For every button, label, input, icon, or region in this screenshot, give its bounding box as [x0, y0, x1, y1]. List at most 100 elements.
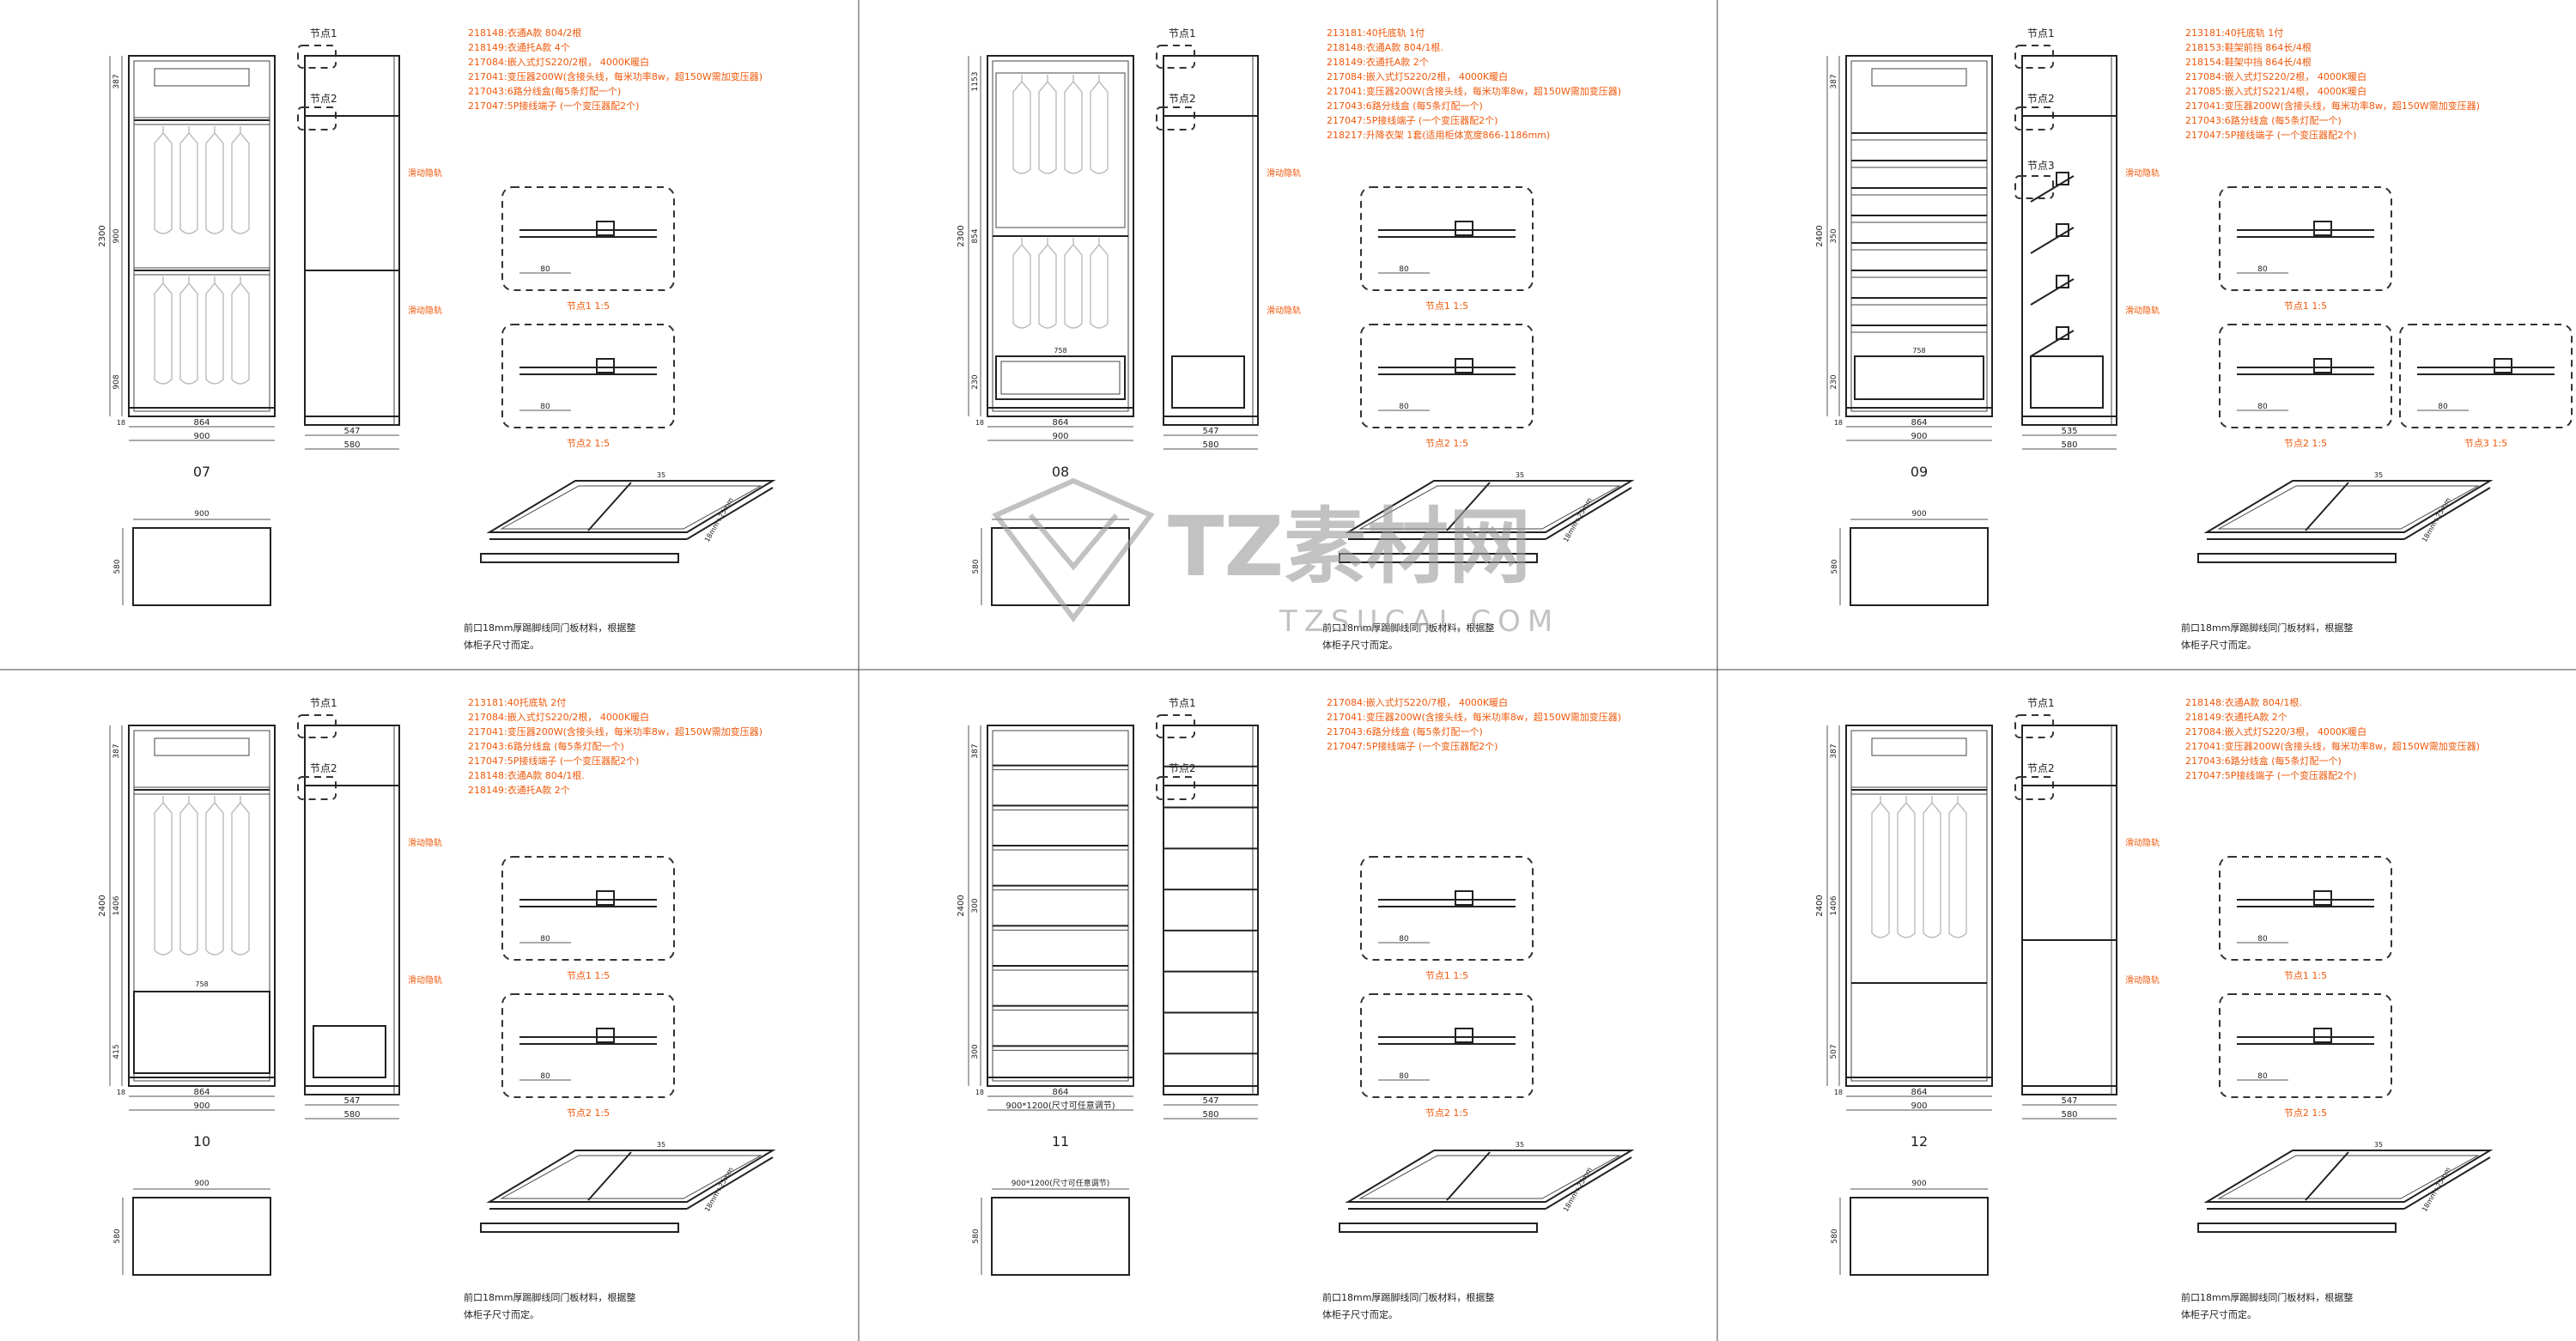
node2-box [1156, 776, 1195, 800]
detail-node1-scale-label: 节点1 1:5 [1425, 300, 1468, 312]
hanging-garment [1038, 238, 1057, 329]
slide-rail-label: 滑动隐轨 [408, 837, 442, 848]
display-frame [1871, 68, 1967, 87]
detail-node2-scale-label: 节点2 1:5 [2284, 1107, 2327, 1119]
note-line: 217084:嵌入式灯S220/3根， 4000K暖白 [2185, 725, 2366, 737]
height-dim-text: 2400 [957, 895, 966, 916]
inner-width-text: 864 [193, 1088, 210, 1097]
height-dim-text: 2300 [957, 225, 966, 246]
tray-inner [1358, 1155, 1621, 1199]
detail-node2-frame [501, 993, 675, 1098]
height-dim-text: 2300 [98, 225, 107, 246]
tray-divider [2305, 482, 2349, 531]
note-line: 213181:40托底轨 1付 [2185, 27, 2283, 39]
note-line: 217043:6路分线盒 (每5条灯配一个) [1327, 100, 1483, 112]
footnote-line1: 前口18mm厚踢脚线同门板材料，根据整 [1322, 622, 1494, 634]
detail-node1-scale-label: 节点1 1:5 [567, 300, 610, 312]
note-line: 217041:变压器200W(含接头线，每米功率8w，超150W需加变压器) [2185, 100, 2480, 112]
leg-dim-text: 18 [117, 419, 125, 427]
note-line: 217047:5P接线端子 (一个变压器配2个) [468, 100, 639, 112]
front-elevation-outline [128, 725, 276, 1087]
detail-node2-fixture [1455, 358, 1473, 373]
detail-node2-fixture [1455, 1028, 1473, 1043]
detail-node2-dim-text: 80 [1399, 1072, 1409, 1081]
plan-outline [132, 1197, 271, 1276]
lift-rack [995, 72, 1126, 228]
panel-number: 07 [193, 464, 210, 480]
panel-11: 2400387300300864900*1200(尺寸可任意调节)1854758… [957, 696, 1635, 1320]
slide-rail-label: 滑动隐轨 [1267, 167, 1301, 179]
slide-rail-label: 滑动隐轨 [2125, 167, 2160, 179]
detail-node2-scale-label: 节点2 1:5 [2284, 438, 2327, 449]
slide-rail-label: 滑动隐轨 [1267, 305, 1301, 316]
tray-divider [1446, 482, 1491, 531]
tray-dim-b: 35 [657, 1141, 665, 1149]
note-line: 217043:6路分线盒 (每5条灯配一个) [468, 740, 624, 752]
node1-box [2014, 714, 2054, 738]
side-dim-text: 547 [343, 1096, 360, 1106]
slide-rail-label: 滑动隐轨 [408, 974, 442, 986]
hanging-garment [1090, 238, 1109, 329]
panel-number: 08 [1052, 464, 1069, 480]
detail-node2-frame [501, 324, 675, 428]
detail-node1-dim-text: 80 [1399, 265, 1409, 274]
hanging-garment [1948, 796, 1967, 938]
hanging-garment [205, 796, 224, 956]
tray-divider [1446, 1151, 1491, 1201]
plan-outline [1850, 527, 1989, 606]
tray-side [2403, 1156, 2491, 1210]
shoe-rack-clip [2056, 223, 2069, 237]
note-line: 217041:变压器200W(含接头线，每米功率8w，超150W需加变压器) [2185, 740, 2480, 752]
footnote-line1: 前口18mm厚踢脚线同门板材料，根据整 [464, 1291, 635, 1303]
front-elevation-outline [987, 55, 1134, 417]
material-notes: 217084:嵌入式灯S220/7根， 4000K暖白217041:变压器200… [1327, 696, 1621, 752]
note-line: 218153:鞋架前挡 864长/4根 [2185, 41, 2312, 53]
leg-dim-text: 18 [1834, 1089, 1843, 1096]
hanging-garment [179, 126, 198, 234]
mid-dim-text: 1406 [1830, 895, 1838, 915]
side-elevation-outline [304, 55, 400, 426]
note-line: 217084:嵌入式灯S220/2根， 4000K暖白 [468, 56, 649, 68]
tray-dim-b: 35 [1516, 471, 1524, 479]
bot-dim-text: 415 [112, 1044, 121, 1059]
plan-depth-text: 580 [113, 1229, 122, 1243]
inner-width-text: 864 [193, 418, 210, 428]
node1-box [2014, 45, 2054, 69]
detail-node2-dim-text: 80 [1399, 403, 1409, 411]
node2-box [2014, 776, 2054, 800]
detail-node3-scale-label: 节点3 1:5 [2464, 438, 2507, 449]
top-dim-text: 387 [1830, 743, 1838, 758]
detail-node1-frame [1360, 186, 1534, 291]
hanging-garment [154, 796, 173, 956]
side-dim-text: 547 [1202, 427, 1218, 436]
front-elevation-outline [987, 725, 1134, 1087]
top-dim-text: 387 [112, 743, 121, 758]
logo-shape [992, 477, 1155, 622]
hanging-garment [1038, 75, 1057, 174]
tray-dim-b: 35 [2374, 1141, 2383, 1149]
hanging-garment [154, 276, 173, 385]
drawer-front [995, 355, 1126, 400]
node2-box [1156, 106, 1195, 130]
detail-node3-fixture [2494, 358, 2512, 373]
node1-box [1156, 45, 1195, 69]
plan-outline [991, 1197, 1130, 1276]
note-line: 218149:衣通托A款 2个 [1327, 56, 1429, 68]
note-line: 217084:嵌入式灯S220/2根， 4000K暖白 [2185, 70, 2366, 82]
top-dim-text: 387 [1830, 74, 1838, 88]
front-elevation-outline [1845, 725, 1993, 1087]
shoe-rack-tilt [2030, 330, 2075, 357]
note-line: 217047:5P接线端子 (一个变压器配2个) [2185, 769, 2356, 781]
detail-node1-fixture [596, 221, 615, 236]
width-text: 900 [193, 1101, 210, 1111]
drawer-dim-text: 758 [195, 980, 208, 988]
tray-outline [486, 1150, 776, 1203]
plan-depth-text: 580 [1831, 559, 1839, 573]
watermark-logo-icon [992, 477, 1155, 622]
panel-number: 12 [1911, 1133, 1928, 1150]
top-dim-text: 387 [971, 743, 980, 758]
footnote-line2: 体柜子尺寸而定。 [464, 1308, 539, 1320]
footnote-line2: 体柜子尺寸而定。 [464, 639, 539, 651]
